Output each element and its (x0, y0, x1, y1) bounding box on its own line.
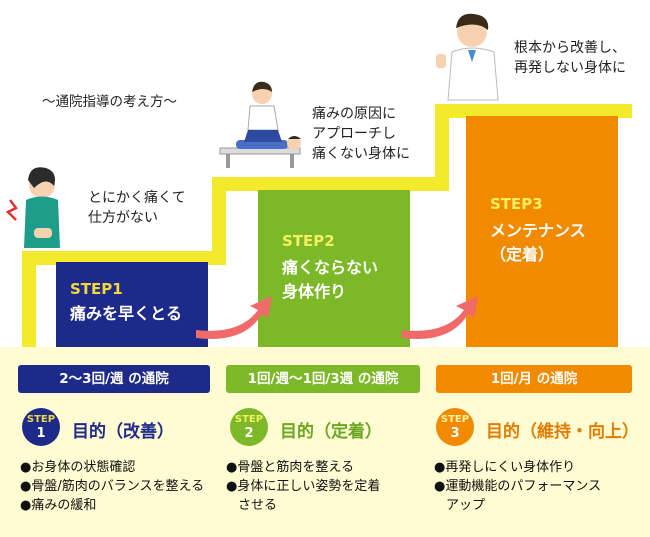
step2-title-line2: 身体作り (282, 282, 347, 301)
step-badge-1-text: STEP (26, 414, 56, 425)
item-list-2: ●骨盤と筋肉を整える ●身体に正しい姿勢を定着 させる (226, 458, 380, 515)
doctor-illustration (436, 13, 499, 101)
list-item: ●身体に正しい姿勢を定着 (226, 479, 381, 494)
step1-label: STEP1 (70, 280, 123, 298)
caption-step3: 根本から改善し、 再発しない身体に (514, 38, 626, 78)
arrow-2-to-3 (402, 296, 478, 339)
list-item: ●痛みの緩和 (20, 498, 97, 513)
person-in-pain-illustration (5, 167, 60, 248)
step1-title: 痛みを早くとる (70, 304, 183, 323)
caption-step1-line1: とにかく痛くて (88, 190, 186, 206)
step3-title-line2: （定着） (490, 245, 555, 264)
step-badge-2-number: 2 (244, 426, 254, 441)
list-item: ●骨盤と筋肉を整える (226, 460, 354, 475)
list-item: ●運動機能のパフォーマンス (434, 479, 602, 494)
caption-step2: 痛みの原因に アプローチし 痛くない身体に (312, 104, 410, 164)
step-badge-1-number: 1 (36, 426, 46, 441)
step-badge-3: STEP 3 (436, 408, 474, 446)
caption-step2-line2: アプローチし (312, 126, 396, 142)
step-badge-3-text: STEP (440, 414, 470, 425)
list-item: させる (238, 498, 278, 513)
list-item: アップ (446, 498, 486, 513)
treatment-illustration (219, 81, 301, 168)
caption-step2-line3: 痛くない身体に (312, 146, 410, 162)
caption-step1-line2: 仕方がない (88, 210, 158, 226)
step2-text: STEP2 痛くならない 身体作り (282, 232, 378, 304)
list-item: ●お身体の状態確認 (20, 460, 136, 475)
step-badge-3-number: 3 (450, 426, 460, 441)
frequency-bar-1: 2〜3回/週 の通院 (18, 365, 210, 393)
arrow-1-to-2 (196, 296, 272, 339)
step1-text: STEP1 痛みを早くとる (70, 280, 182, 326)
step1-block (56, 262, 208, 350)
list-item: ●骨盤/筋肉のバランスを整える (20, 479, 205, 494)
goal-3: 目的（維持・向上） (486, 422, 639, 442)
frequency-bar-3: 1回/月 の通院 (436, 365, 632, 393)
step-badge-2: STEP 2 (230, 408, 268, 446)
step-badge-1: STEP 1 (22, 408, 60, 446)
list-item: ●再発しにくい身体作り (434, 460, 576, 475)
caption-step2-line1: 痛みの原因に (312, 106, 396, 122)
step-badge-2-text: STEP (234, 414, 264, 425)
goal-1: 目的（改善） (72, 422, 174, 442)
frequency-bar-2: 1回/週〜1回/3週 の通院 (226, 365, 420, 393)
step3-text: STEP3 メンテナンス （定着） (490, 195, 586, 267)
caption-step3-line2: 再発しない身体に (514, 60, 626, 76)
step3-label: STEP3 (490, 195, 543, 213)
goal-2: 目的（定着） (280, 422, 382, 442)
item-list-1: ●お身体の状態確認 ●骨盤/筋肉のバランスを整える ●痛みの緩和 (20, 458, 204, 515)
item-list-3: ●再発しにくい身体作り ●運動機能のパフォーマンス アップ (434, 458, 601, 515)
step3-block (466, 116, 618, 350)
step2-label: STEP2 (282, 232, 335, 250)
page-heading: 〜通院指導の考え方〜 (42, 94, 177, 110)
step3-title-line1: メンテナンス (490, 221, 586, 240)
caption-step1: とにかく痛くて 仕方がない (88, 188, 186, 228)
step2-title-line1: 痛くならない (282, 258, 379, 277)
staircase-diagram (5, 13, 632, 350)
step2-block (258, 190, 410, 350)
caption-step3-line1: 根本から改善し、 (514, 40, 626, 56)
